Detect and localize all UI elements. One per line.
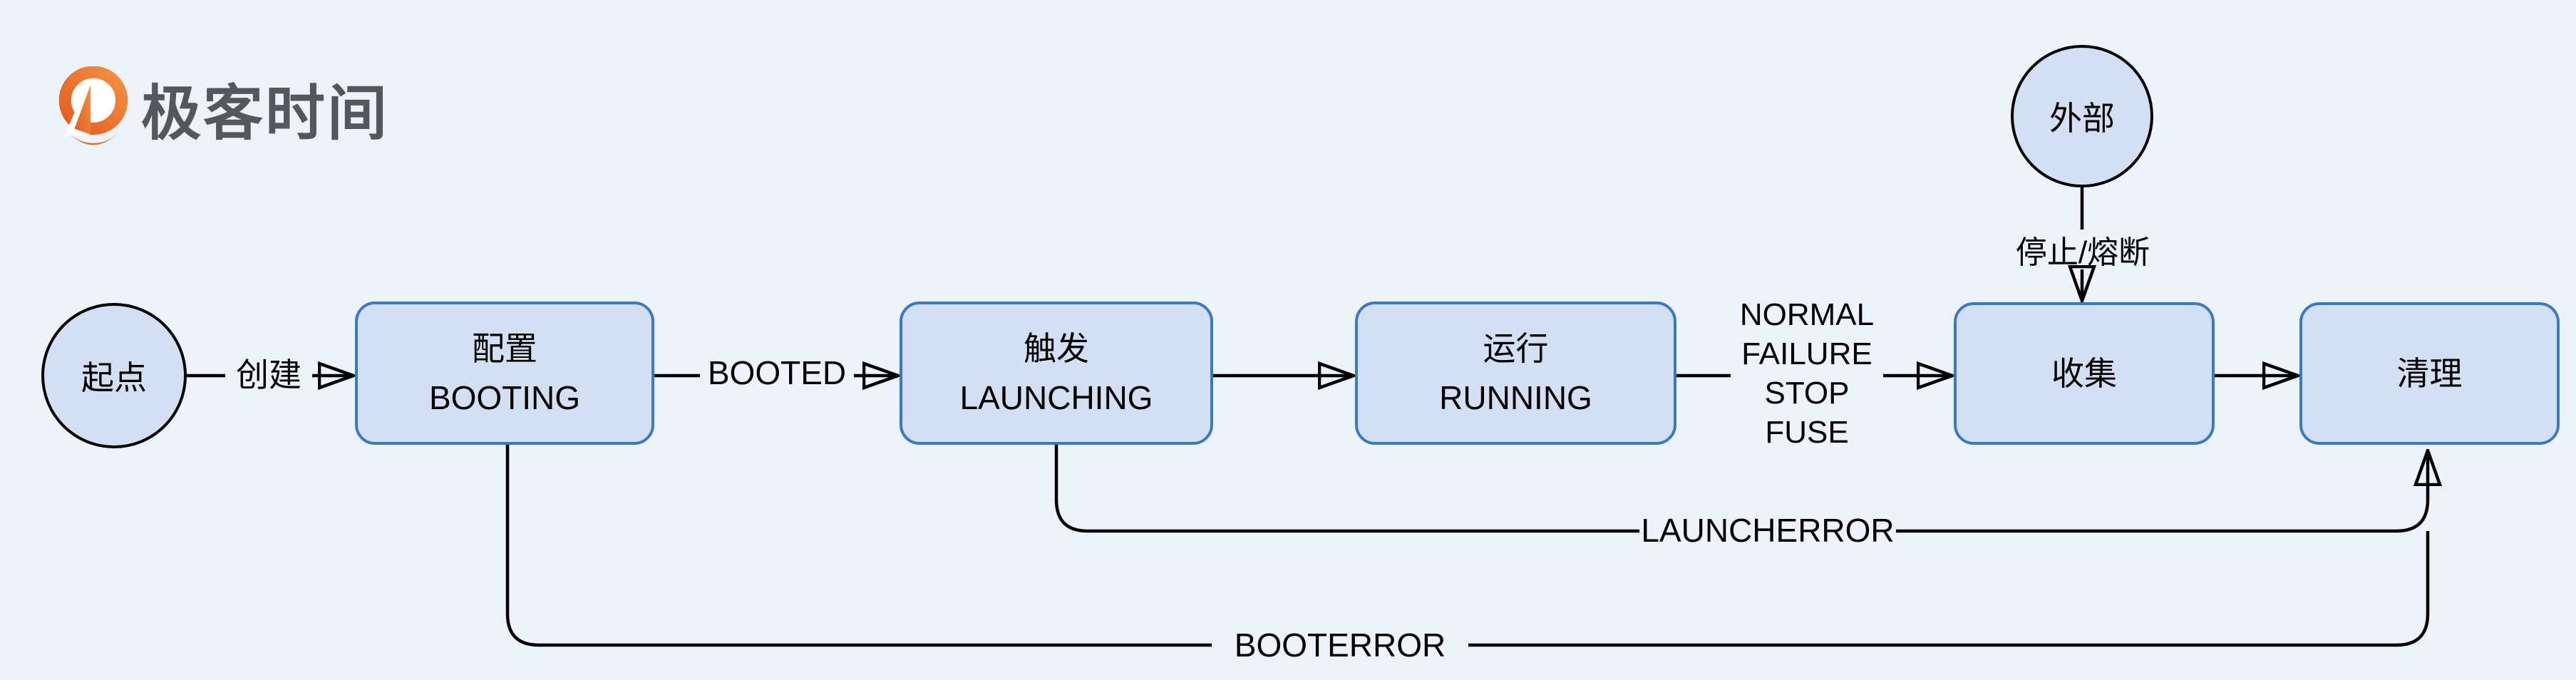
edge-label-create: 创建 (236, 356, 302, 393)
node-running-label-en: RUNNING (1439, 378, 1592, 416)
edge-booting-cleanup-booterror (505, 445, 2430, 647)
node-launching: 触发 LAUNCHING (900, 302, 1213, 445)
node-running-label-cn: 运行 (1483, 329, 1549, 367)
node-booting-label-cn: 配置 (472, 329, 537, 367)
edge-label-booterror: BOOTERROR (1234, 627, 1446, 664)
geektime-pin-icon (58, 66, 128, 145)
geektime-logo: 极客时间 (57, 66, 389, 152)
node-running: 运行 RUNNING (1355, 302, 1676, 445)
node-launching-label-en: LAUNCHING (959, 378, 1153, 416)
edge-label-launcherror: LAUNCHERROR (1641, 512, 1895, 549)
edge-label-normal-failure-stop-fuse: NORMAL FAILURE STOP FUSE (1740, 295, 1874, 452)
node-collect: 收集 (1954, 302, 2215, 445)
edge-label-stop-fuse: 停止/熔断 (2015, 235, 2150, 270)
edge-label-line-failure: FAILURE (1741, 336, 1872, 371)
node-booting: 配置 BOOTING (355, 302, 654, 445)
node-launching-label-cn: 触发 (1024, 329, 1089, 367)
node-start-label: 起点 (81, 359, 147, 396)
node-collect-label: 收集 (2051, 354, 2117, 392)
node-cleanup: 清理 (2299, 302, 2560, 445)
edge-label-line-stop: STOP (1764, 376, 1850, 411)
edge-label-line-fuse: FUSE (1765, 415, 1849, 450)
node-booting-label-en: BOOTING (428, 378, 581, 416)
node-start: 起点 (41, 303, 187, 448)
node-external: 外部 (2011, 45, 2153, 187)
node-external-label: 外部 (2049, 100, 2115, 137)
brand-text: 极客时间 (141, 80, 390, 147)
edge-label-booted: BOOTED (707, 354, 847, 391)
edge-label-line-normal: NORMAL (1739, 297, 1875, 332)
edge-launching-cleanup-launcherror (1054, 445, 2428, 533)
node-cleanup-label: 清理 (2396, 354, 2463, 392)
